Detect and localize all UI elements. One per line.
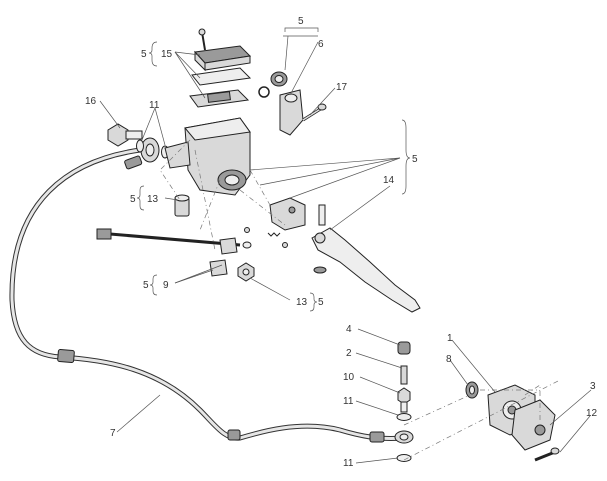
callout-5-fitting: 5 (130, 194, 136, 205)
callout-11-low: 11 (343, 396, 354, 407)
callout-5-nut: 5 (318, 297, 324, 308)
callout-labels: 5 15 5 6 17 16 11 5 14 5 13 5 9 13 5 7 4… (85, 16, 598, 469)
clutch-hose (9, 147, 405, 443)
callout-13-mid: 13 (147, 194, 159, 205)
screw-17 (302, 103, 327, 122)
callout-13-low: 13 (296, 297, 308, 308)
bleed-cap-4 (397, 341, 411, 355)
leader-lines (99, 35, 592, 464)
callout-12: 12 (586, 408, 598, 419)
callout-9: 9 (163, 280, 169, 291)
callout-11-top: 11 (149, 100, 160, 111)
callout-11-bottom: 11 (343, 458, 354, 469)
callout-6: 6 (318, 39, 324, 50)
lever-pivot-block (269, 197, 306, 231)
callout-5-boot: 5 (298, 16, 304, 27)
master-cylinder-body (164, 117, 251, 196)
callout-1: 1 (447, 333, 453, 344)
nut-13 (237, 262, 255, 282)
callout-4: 4 (346, 324, 352, 335)
callout-5-lever-group: 5 (412, 154, 418, 165)
reservoir-cap-stack-15 (189, 28, 252, 108)
boot-and-pivot-6 (258, 71, 304, 136)
callout-8: 8 (446, 354, 452, 365)
callout-16: 16 (85, 96, 97, 107)
seal-8 (465, 381, 479, 399)
banjo-bolt-10 (397, 387, 411, 413)
callout-17: 17 (336, 82, 348, 93)
callout-5-reservoir: 5 (141, 49, 147, 60)
fitting-13 (174, 194, 190, 217)
sealing-washer-11a (136, 139, 144, 153)
microswitch-9 (209, 237, 238, 277)
callout-14: 14 (383, 175, 395, 186)
screw-12 (534, 447, 560, 462)
callout-10: 10 (343, 372, 355, 383)
lower-banjo-fitting (394, 430, 414, 444)
bleed-valve-2 (400, 365, 408, 385)
spring-and-pins (242, 227, 288, 249)
callout-5-switch: 5 (143, 280, 149, 291)
sealing-washer-11c (396, 413, 412, 421)
callout-15: 15 (161, 49, 173, 60)
callout-3: 3 (590, 381, 596, 392)
callout-7: 7 (110, 428, 116, 439)
assembly-lines (159, 139, 561, 461)
switch-rod (96, 228, 241, 247)
callout-2: 2 (346, 348, 352, 359)
upper-banjo-fitting (124, 137, 160, 170)
braces (136, 27, 411, 312)
clutch-lever-14 (311, 204, 421, 313)
slave-cylinder-cover-3 (511, 399, 556, 451)
banjo-bolt-16 (107, 123, 143, 147)
sealing-washer-11d (396, 454, 412, 462)
